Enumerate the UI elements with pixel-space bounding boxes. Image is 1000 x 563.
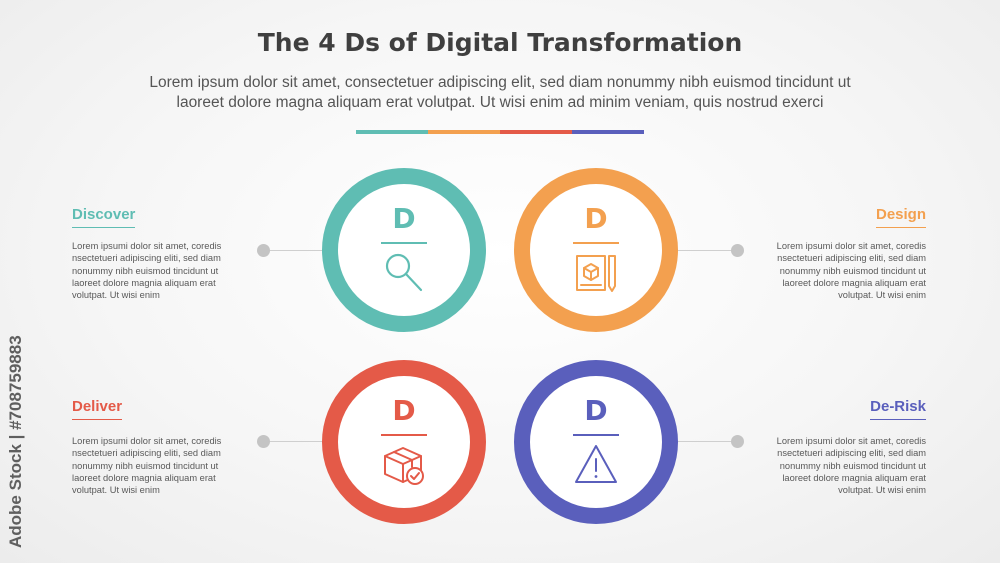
connector-dot-design [731,244,744,257]
letter-underline-design [573,242,619,244]
connector-deliver [264,441,324,442]
subtitle: Lorem ipsum dolor sit amet, consectetuer… [70,73,930,113]
heading-design: Design [875,206,926,228]
connector-derisk [676,441,738,442]
circle-discover: D [322,168,486,332]
letter-d-deliver: D [392,394,416,427]
circle-derisk: D [514,360,678,524]
letter-underline-derisk [573,434,619,436]
letter-underline-discover [381,242,427,244]
subtitle-line-2: laoreet dolore magna aliquam erat volutp… [176,94,824,111]
connector-discover [264,250,324,251]
letter-d-derisk: D [584,394,608,427]
connector-dot-derisk [731,435,744,448]
connector-dot-deliver [257,435,270,448]
letter-d-discover: D [392,202,416,235]
heading-derisk: De-Risk [870,398,926,420]
heading-deliver: Deliver [72,398,123,420]
design-blueprint-icon [576,255,616,292]
connector-dot-discover [257,244,270,257]
circle-design: D [514,168,678,332]
letter-d-design: D [584,202,608,235]
accent-bar-red [500,130,572,134]
page-title: The 4 Ds of Digital Transformation [257,28,743,57]
accent-bar-orange [428,130,500,134]
magnifier-icon [385,253,423,292]
accent-bar-indigo [572,130,644,134]
letter-underline-deliver [381,434,427,436]
subtitle-line-1: Lorem ipsum dolor sit amet, consectetuer… [149,74,851,91]
package-delivery-icon [384,447,424,485]
connector-design [676,250,738,251]
warning-triangle-icon [575,445,617,483]
heading-discover: Discover [72,206,136,228]
stock-watermark: Adobe Stock | #708759883 [6,335,25,548]
accent-bar-teal [356,130,428,134]
circle-deliver: D [322,360,486,524]
